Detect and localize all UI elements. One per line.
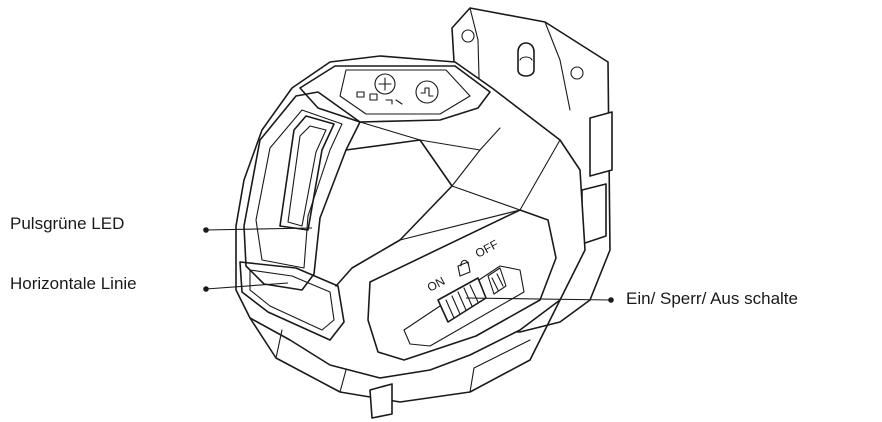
switch-slot xyxy=(403,265,525,347)
switch-lock-icon xyxy=(457,259,471,277)
keyhole-slot-icon xyxy=(517,42,535,77)
switch-callout-label: Ein/ Sperr/ Aus schalte xyxy=(626,289,798,308)
button-panel xyxy=(339,69,471,115)
switch-recess xyxy=(367,209,557,361)
horizontal-line-callout-label: Horizontale Linie xyxy=(10,274,137,293)
switch-leader-line xyxy=(465,297,612,301)
lock-indicator-icon xyxy=(369,93,378,101)
led-callout-label: Pulsgrüne LED xyxy=(10,214,125,233)
pulse-mode-button-icon xyxy=(415,80,439,104)
led-leader-line xyxy=(205,227,313,231)
horizontal-laser-window xyxy=(239,261,345,341)
cross-line-button-icon xyxy=(374,73,396,95)
callout-leaders xyxy=(203,227,614,303)
vertical-laser-window xyxy=(279,115,335,231)
laser-indicator-icon xyxy=(356,91,365,98)
mount-hole-left-icon xyxy=(461,29,475,43)
mount-hole-right-icon xyxy=(570,66,584,80)
hline-leader-line xyxy=(205,282,289,290)
laser-body: ON OFF xyxy=(235,55,586,419)
